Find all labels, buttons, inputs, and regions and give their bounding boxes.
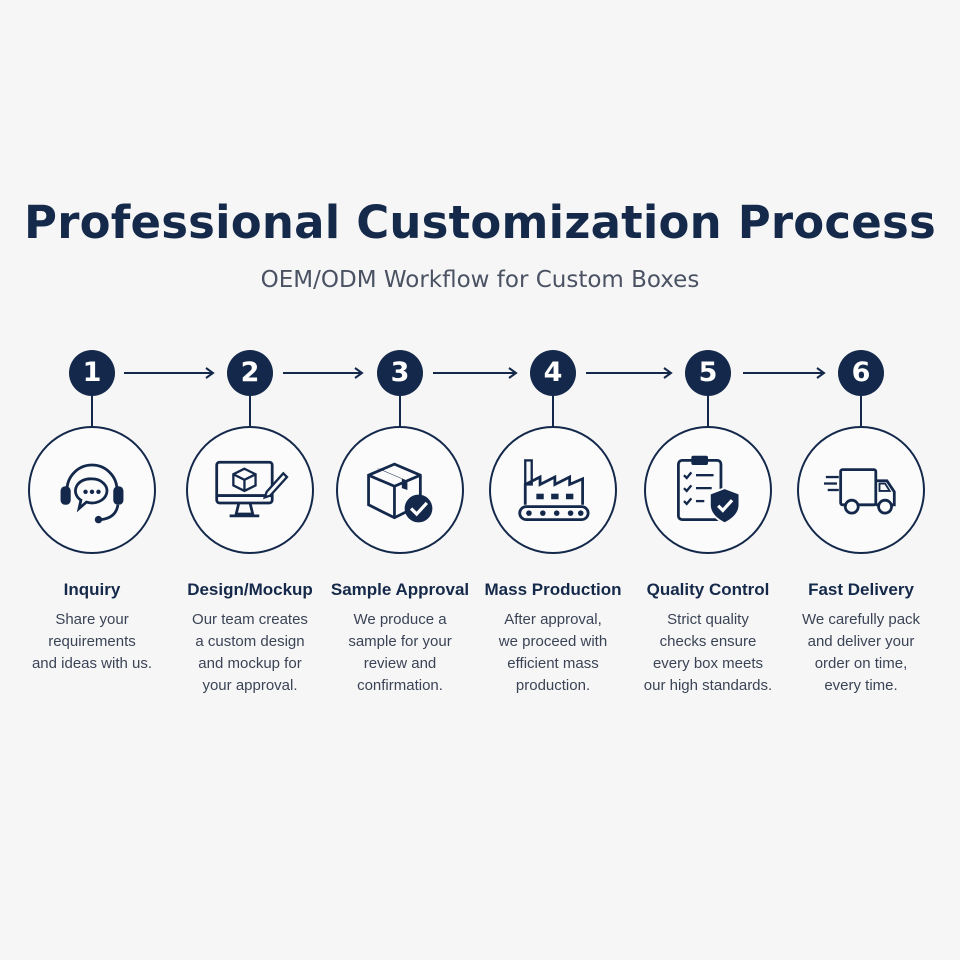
step-4: 4 Mass Production After approval, we pro… [473, 0, 633, 960]
step-description: Our team creates a custom design and moc… [170, 609, 330, 697]
step-title: Quality Control [646, 580, 770, 599]
step-icon-circle [644, 426, 772, 554]
badge-connector [249, 396, 251, 428]
step-description: Strict quality checks ensure every box m… [628, 609, 788, 697]
clipboard-shield-icon [677, 455, 741, 525]
step-6: 6 Fast Delivery We carefully pack and de… [781, 0, 941, 960]
badge-connector [860, 396, 862, 428]
delivery-truck-icon [824, 468, 896, 515]
description-line: sample for your [348, 633, 452, 650]
step-title: Design/Mockup [187, 580, 313, 599]
step-3: 3 Sample Approval We produce a sample fo… [320, 0, 480, 960]
description-line: requirements [48, 633, 136, 650]
box-check-icon [367, 462, 433, 523]
description-line: and ideas with us. [31, 655, 153, 672]
description-line: We produce a [353, 611, 447, 628]
arrow-1-2 [124, 362, 216, 384]
description-line: Our team creates [192, 611, 308, 628]
description-line: confirmation. [357, 677, 443, 694]
description-line: production. [515, 677, 591, 694]
step-number-badge: 5 [685, 350, 731, 396]
step-icon-circle [336, 426, 464, 554]
description-line: a custom design [195, 633, 305, 650]
description-line: every box meets [652, 655, 764, 672]
arrow-2-3 [283, 362, 365, 384]
step-2: 2 Design/Mockup Our team creates a custo… [170, 0, 330, 960]
step-description: We carefully pack and deliver your order… [781, 609, 941, 697]
step-description: We produce a sample for your review and … [320, 609, 480, 697]
factory-icon [518, 459, 590, 521]
arrow-4-5 [586, 362, 674, 384]
step-number-badge: 6 [838, 350, 884, 396]
description-line: and mockup for [198, 655, 302, 672]
headset-chat-icon [60, 463, 124, 524]
arrow-3-4 [433, 362, 519, 384]
description-line: After approval, [504, 611, 602, 628]
step-number-badge: 3 [377, 350, 423, 396]
page-title: Professional Customization Process [24, 196, 936, 249]
description-line: our high standards. [643, 677, 773, 694]
step-5: 5 Quality Control Strict quality checks … [628, 0, 788, 960]
description-line: your approval. [202, 677, 298, 694]
arrow-5-6 [743, 362, 827, 384]
description-line: checks ensure [659, 633, 757, 650]
description-line: Share your [55, 611, 129, 628]
badge-connector [399, 396, 401, 428]
step-description: Share your requirements and ideas with u… [12, 609, 172, 675]
step-description: After approval, we proceed with efficien… [473, 609, 633, 697]
badge-connector [707, 396, 709, 428]
description-line: We carefully pack [801, 611, 921, 628]
monitor-design-icon [215, 460, 289, 518]
step-number-badge: 2 [227, 350, 273, 396]
step-icon-circle [28, 426, 156, 554]
step-icon-circle [797, 426, 925, 554]
badge-connector [91, 396, 93, 428]
step-number-badge: 1 [69, 350, 115, 396]
step-number-badge: 4 [530, 350, 576, 396]
page-subtitle: OEM/ODM Workflow for Custom Boxes [260, 267, 700, 293]
description-line: Strict quality [667, 611, 749, 628]
description-line: efficient mass [507, 655, 599, 672]
description-line: and deliver your [807, 633, 915, 650]
step-icon-circle [186, 426, 314, 554]
description-line: order on time, [814, 655, 908, 672]
description-line: review and [363, 655, 437, 672]
description-line: every time. [824, 677, 898, 694]
step-title: Inquiry [63, 580, 121, 599]
step-title: Fast Delivery [808, 580, 914, 599]
description-line: we proceed with [498, 633, 608, 650]
badge-connector [552, 396, 554, 428]
step-icon-circle [489, 426, 617, 554]
step-title: Sample Approval [330, 580, 470, 599]
step-1: 1 Inquiry Share your requirements and id… [12, 0, 172, 960]
step-title: Mass Production [484, 580, 622, 599]
